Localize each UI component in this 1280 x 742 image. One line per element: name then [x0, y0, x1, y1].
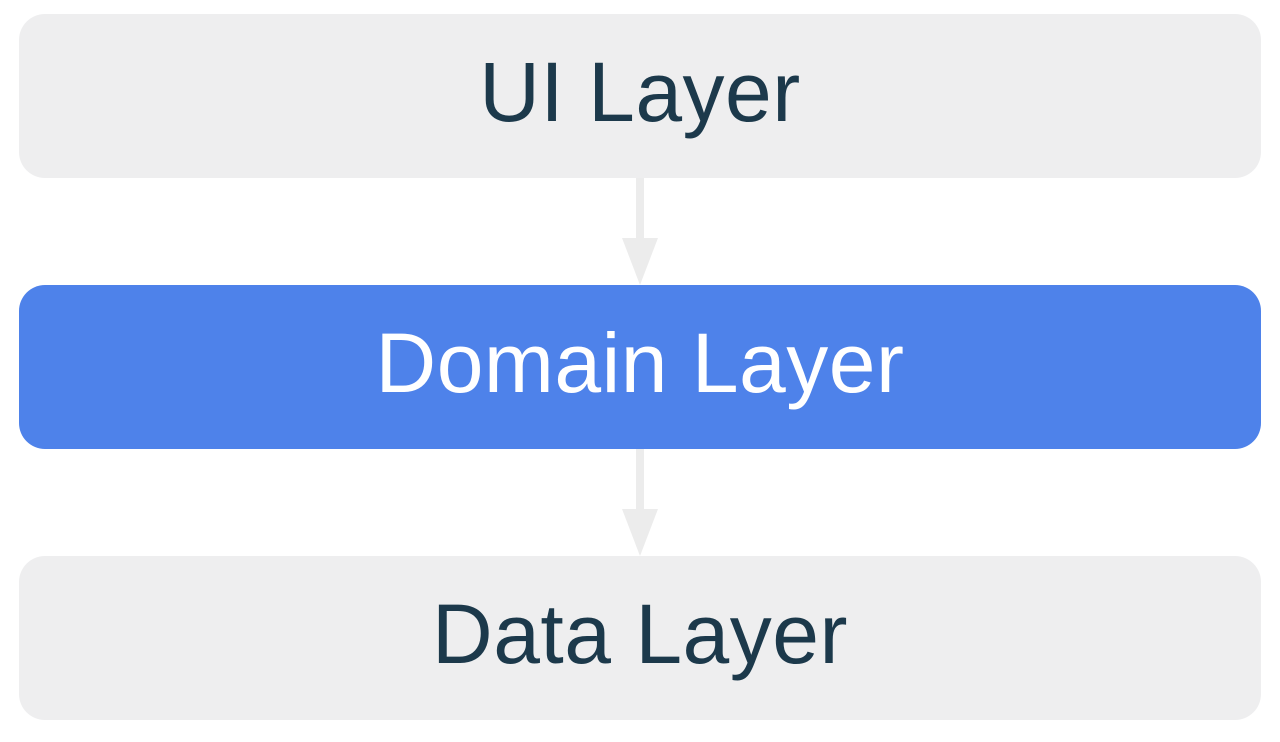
down-arrow-icon: [622, 509, 658, 556]
down-arrow-icon: [622, 238, 658, 285]
arrow-ui-to-domain: [622, 178, 658, 285]
data-layer-label: Data Layer: [432, 587, 848, 681]
ui-layer-box: UI Layer: [19, 14, 1261, 178]
domain-layer-box: Domain Layer: [19, 285, 1261, 449]
domain-layer-label: Domain Layer: [375, 316, 905, 410]
down-arrow-stem: [636, 449, 644, 510]
arrow-domain-to-data: [622, 449, 658, 556]
data-layer-box: Data Layer: [19, 556, 1261, 720]
ui-layer-label: UI Layer: [479, 45, 801, 139]
down-arrow-stem: [636, 178, 644, 239]
